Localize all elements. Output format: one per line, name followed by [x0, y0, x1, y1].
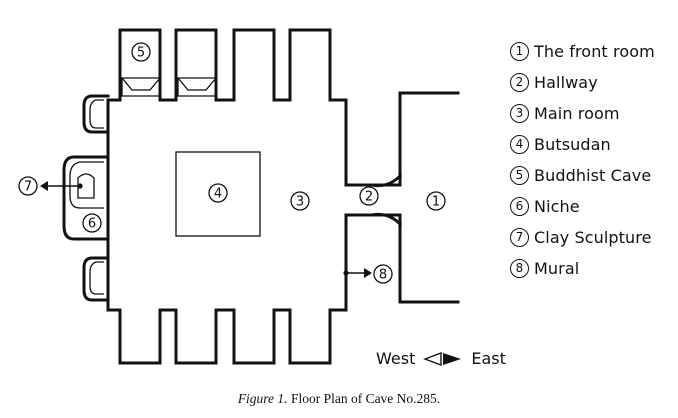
legend-item: 2 Hallway: [510, 67, 655, 98]
plan-label-niche: 6: [82, 213, 102, 233]
west-niches: [62, 94, 110, 302]
svg-text:2: 2: [365, 190, 373, 205]
plan-label-mural: 8: [373, 264, 393, 284]
legend-number: 5: [510, 166, 529, 185]
plan-label-butsudan: 4: [208, 183, 228, 203]
legend-number: 8: [510, 259, 529, 278]
mural-arrow: [343, 268, 372, 278]
legend-label: Clay Sculpture: [534, 228, 652, 247]
legend-label: Main room: [534, 104, 620, 123]
legend-label: Butsudan: [534, 135, 611, 154]
plan-label-buddhist-cave: 5: [131, 42, 151, 62]
legend-label: The front room: [534, 42, 655, 61]
svg-text:1: 1: [432, 195, 440, 210]
compass-east-label: East: [471, 349, 506, 368]
legend-number: 2: [510, 73, 529, 92]
butsudan-shape: [175, 151, 261, 237]
legend-item: 1 The front room: [510, 36, 655, 67]
figure-number: Figure 1.: [237, 391, 288, 406]
legend-number: 3: [510, 104, 529, 123]
plan-label-clay-sculpture: 7: [18, 176, 38, 196]
legend-label: Mural: [534, 259, 580, 278]
legend-label: Buddhist Cave: [534, 166, 652, 185]
figure-caption: Figure 1. Floor Plan of Cave No.285.: [0, 391, 678, 407]
legend-label: Niche: [534, 197, 580, 216]
legend-item: 6 Niche: [510, 191, 655, 222]
plan-walls: [106, 28, 460, 365]
legend-item: 3 Main room: [510, 98, 655, 129]
legend-item: 4 Butsudan: [510, 129, 655, 160]
legend-item: 7 Clay Sculpture: [510, 222, 655, 253]
legend-number: 6: [510, 197, 529, 216]
plan-label-main-room: 3: [290, 191, 310, 211]
buddhist-cave-alcoves: [121, 77, 217, 97]
compass-west-label: West: [376, 349, 416, 368]
legend-number: 4: [510, 135, 529, 154]
legend: 1 The front room 2 Hallway 3 Main room 4…: [510, 36, 655, 284]
legend-number: 7: [510, 228, 529, 247]
legend-label: Hallway: [534, 73, 598, 92]
legend-item: 5 Buddhist Cave: [510, 160, 655, 191]
legend-item: 8 Mural: [510, 253, 655, 284]
svg-text:4: 4: [214, 187, 222, 202]
svg-text:7: 7: [24, 180, 32, 195]
compass: West East: [376, 349, 506, 368]
svg-text:5: 5: [137, 46, 145, 61]
legend-number: 1: [510, 42, 529, 61]
figure-caption-text: Floor Plan of Cave No.285.: [290, 391, 441, 406]
svg-text:8: 8: [379, 268, 387, 283]
west-east-arrow-icon: [423, 351, 462, 366]
plan-label-hallway: 2: [359, 186, 379, 206]
clay-sculpture-arrow: [40, 181, 83, 191]
svg-text:3: 3: [296, 195, 304, 210]
svg-text:6: 6: [88, 217, 96, 232]
plan-label-front-room: 1: [426, 191, 446, 211]
